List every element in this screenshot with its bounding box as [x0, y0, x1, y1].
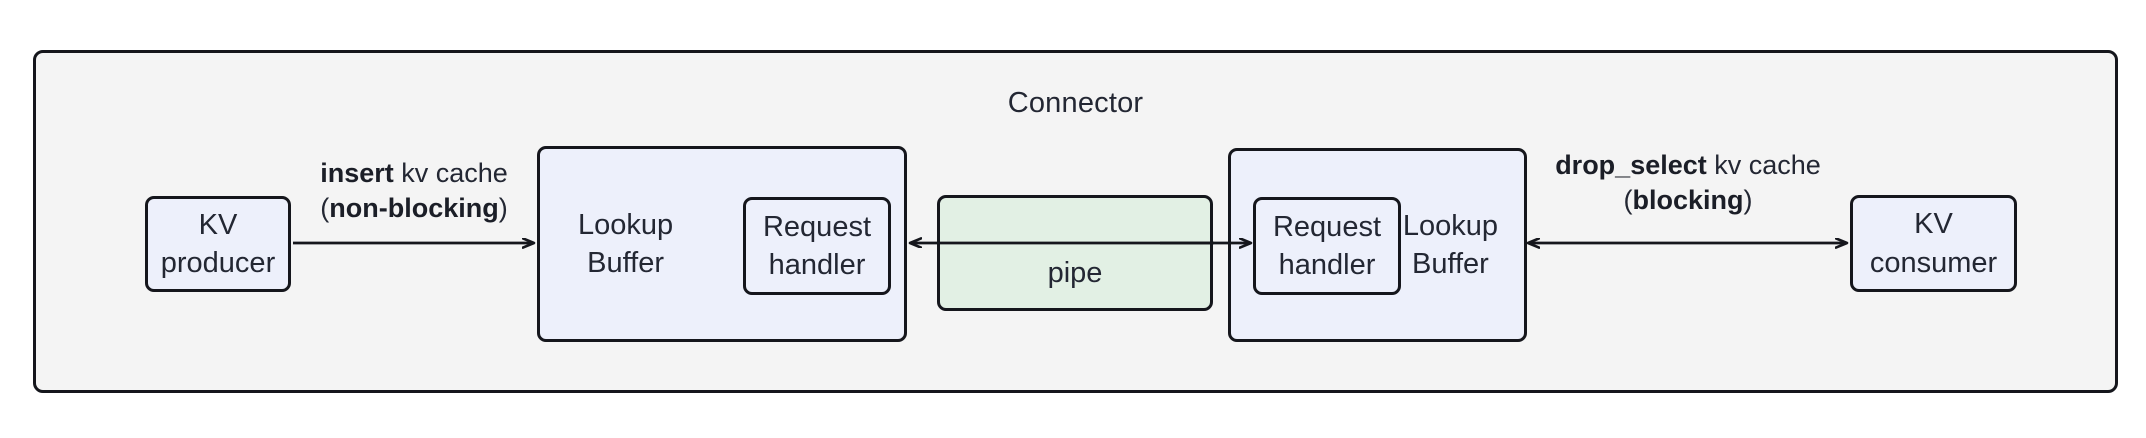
node-lookup-buffer-left-label: Lookup Buffer	[578, 206, 673, 283]
edge-label-drop-select-pre2: (	[1623, 184, 1633, 215]
edge-label-drop-select-bold1: drop_select	[1555, 150, 1707, 180]
node-kv-consumer[interactable]: KV consumer	[1850, 195, 2017, 292]
edge-label-drop-select-line1: drop_select kv cache	[1525, 148, 1851, 183]
node-request-handler-right-line2: handler	[1278, 249, 1376, 281]
node-lookup-buffer-right-line1: Lookup	[1402, 209, 1498, 242]
node-request-handler-right-line1: Request	[1272, 210, 1381, 243]
node-kv-consumer-label: KV consumer	[1870, 205, 1997, 282]
node-request-handler-left-line1: Request	[762, 210, 871, 243]
node-lookup-buffer-left[interactable]: Lookup Buffer Request handler	[537, 146, 907, 342]
node-pipe[interactable]: pipe	[937, 195, 1213, 311]
node-lookup-buffer-right[interactable]: Lookup Buffer Request handler	[1228, 148, 1527, 342]
edge-label-insert-bold2: non-blocking	[329, 192, 499, 223]
edge-label-insert-pre2: (	[320, 192, 330, 223]
node-lookup-buffer-right-label: Lookup Buffer	[1403, 207, 1498, 284]
connector-title: Connector	[1007, 87, 1144, 119]
node-request-handler-right[interactable]: Request handler	[1253, 197, 1401, 295]
node-request-handler-left[interactable]: Request handler	[743, 197, 891, 295]
node-request-handler-left-label: Request handler	[763, 208, 871, 285]
node-kv-producer-line1: KV	[198, 208, 238, 241]
edge-label-drop-select-line2: (blocking)	[1525, 183, 1851, 218]
edge-label-insert-rest1: kv cache	[393, 158, 508, 188]
node-kv-producer-label: KV producer	[161, 206, 275, 283]
edge-label-drop-select-bold2: blocking	[1632, 184, 1744, 215]
edge-label-drop-select-post2: )	[1743, 184, 1753, 215]
node-request-handler-right-label: Request handler	[1273, 208, 1381, 285]
node-kv-producer[interactable]: KV producer	[145, 196, 291, 292]
node-lookup-buffer-left-line2: Buffer	[587, 247, 664, 279]
node-lookup-buffer-left-line1: Lookup	[578, 208, 674, 241]
edge-label-insert-bold1: insert	[320, 158, 394, 188]
node-request-handler-left-line2: handler	[768, 249, 866, 281]
node-pipe-label: pipe	[1047, 256, 1103, 289]
node-kv-producer-line2: producer	[160, 247, 276, 279]
node-lookup-buffer-right-line2: Buffer	[1411, 248, 1489, 280]
edge-label-drop-select: drop_select kv cache (blocking)	[1525, 148, 1851, 217]
edge-label-insert-line1: insert kv cache	[292, 156, 536, 191]
node-kv-consumer-line1: KV	[1914, 208, 1953, 241]
edge-label-drop-select-rest1: kv cache	[1706, 150, 1821, 180]
edge-label-insert-post2: )	[498, 192, 508, 223]
edge-label-insert-line2: (non-blocking)	[292, 191, 536, 226]
edge-label-insert: insert kv cache (non-blocking)	[292, 156, 536, 225]
node-kv-consumer-line2: consumer	[1869, 246, 1998, 279]
